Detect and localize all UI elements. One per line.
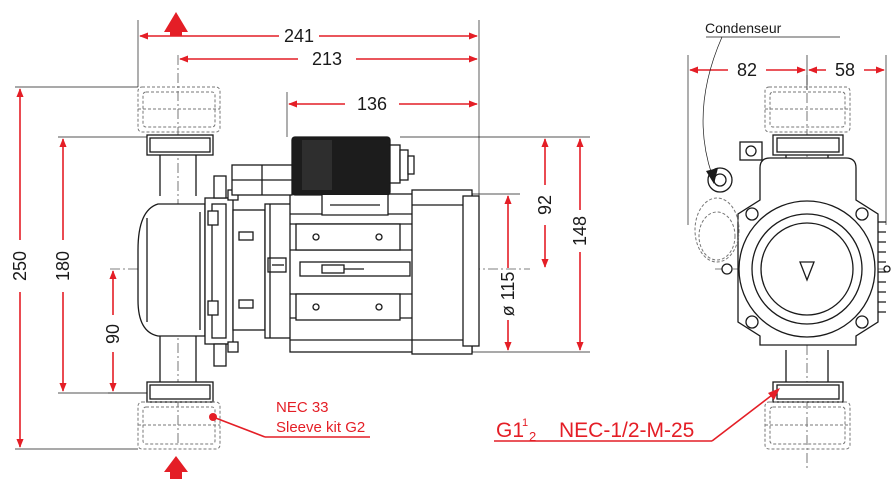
condenser-label: Condenseur bbox=[705, 20, 782, 36]
arrow-up-icon bbox=[164, 456, 188, 479]
condenser-leader bbox=[702, 36, 840, 184]
thread-size-label: G1 bbox=[496, 419, 524, 442]
thread-fraction-den: 2 bbox=[529, 429, 536, 444]
dim-250: 250 bbox=[10, 251, 30, 281]
dim-82: 82 bbox=[737, 60, 757, 80]
flow-direction-icon bbox=[164, 12, 188, 479]
sleeve-kit-leader bbox=[209, 413, 370, 438]
sleeve-ref-label: NEC 33 bbox=[276, 399, 329, 416]
dim-90: 90 bbox=[103, 324, 123, 344]
model-label: NEC-1/2-M-25 bbox=[559, 419, 694, 442]
dim-148: 148 bbox=[570, 216, 590, 246]
side-dimension-lines bbox=[16, 32, 584, 448]
dim-213: 213 bbox=[312, 49, 342, 69]
thread-g: G1 bbox=[496, 419, 524, 442]
dim-115: ø 115 bbox=[498, 272, 518, 317]
end-view bbox=[694, 75, 891, 470]
arrow-up-icon bbox=[164, 12, 188, 36]
dim-241: 241 bbox=[284, 26, 314, 46]
dim-136: 136 bbox=[357, 94, 387, 114]
thread-fraction-num: 1 bbox=[522, 417, 528, 429]
dim-92: 92 bbox=[535, 195, 555, 215]
side-view bbox=[110, 55, 530, 450]
end-extension-lines bbox=[687, 55, 887, 225]
thread-leader bbox=[494, 388, 780, 442]
dimension-labels: 241 213 136 250 180 90 92 148 ø 115 82 5… bbox=[10, 26, 855, 344]
dim-180: 180 bbox=[53, 251, 73, 281]
side-extension-lines bbox=[15, 20, 590, 450]
annotation-labels: Condenseur NEC 33 Sleeve kit G2 G1 1 2 N… bbox=[276, 20, 782, 444]
dim-58: 58 bbox=[835, 60, 855, 80]
sleeve-kit-label: Sleeve kit G2 bbox=[276, 419, 365, 436]
flow-direction-icon bbox=[799, 261, 815, 282]
